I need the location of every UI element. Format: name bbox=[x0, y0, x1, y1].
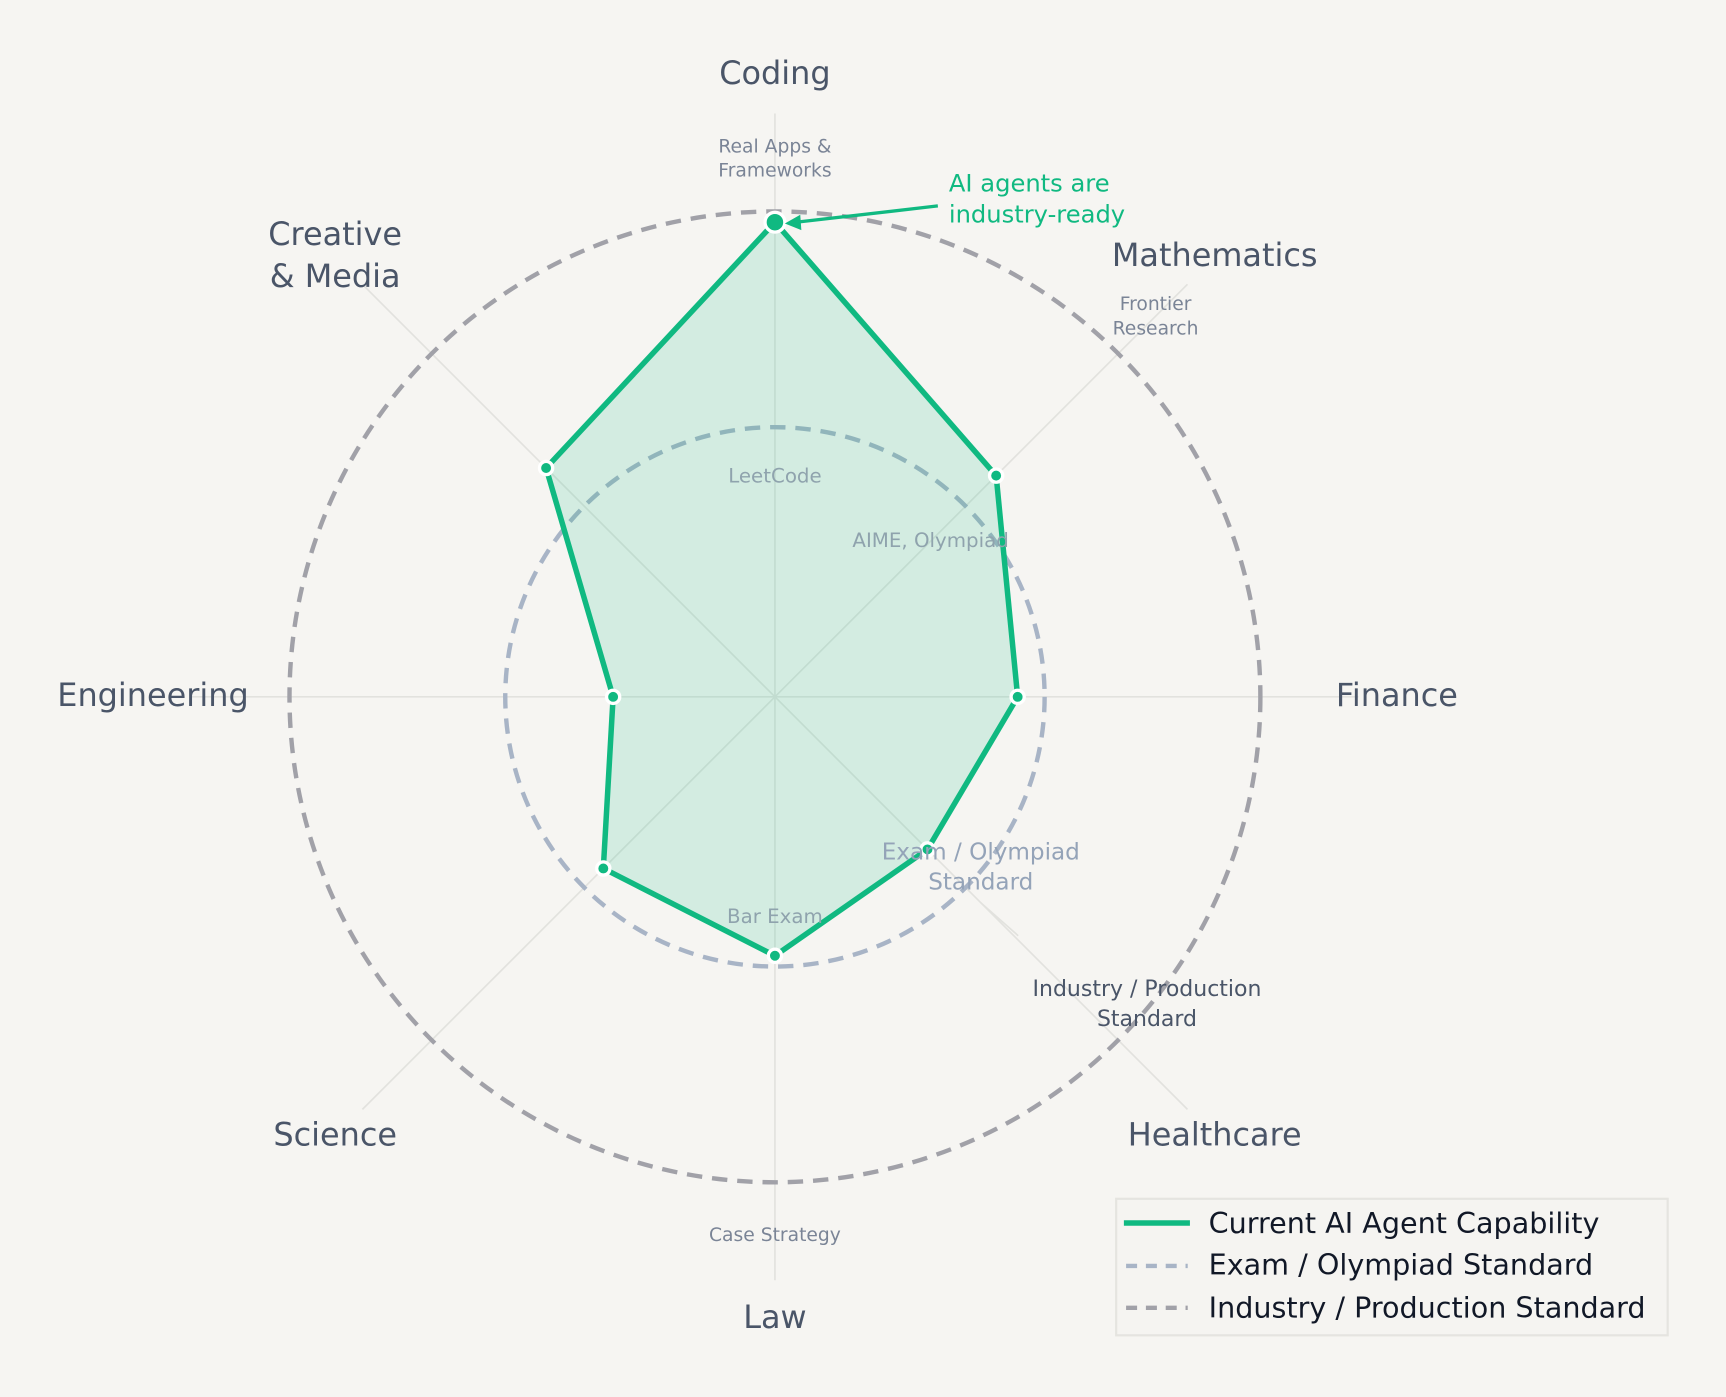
category-label: Finance bbox=[1336, 676, 1458, 714]
data-point bbox=[919, 841, 936, 858]
legend-label-capability: Current AI Agent Capability bbox=[1209, 1206, 1600, 1240]
category-label: Healthcare bbox=[1128, 1116, 1302, 1154]
legend: Current AI Agent Capability Exam / Olymp… bbox=[1115, 1197, 1669, 1337]
outer-sublabel: Case Strategy bbox=[709, 1225, 841, 1246]
category-label: Coding bbox=[719, 54, 830, 92]
legend-box bbox=[1115, 1197, 1669, 1337]
legend-label-exam: Exam / Olympiad Standard bbox=[1209, 1248, 1594, 1282]
data-point bbox=[766, 947, 784, 965]
axis-lines bbox=[191, 113, 1359, 1281]
inner-sublabel: Bar Exam bbox=[727, 905, 823, 928]
axis-line bbox=[980, 902, 1019, 937]
category-label: Engineering bbox=[57, 676, 248, 714]
data-point bbox=[604, 688, 622, 706]
category-label: Creative& Media bbox=[268, 215, 402, 295]
inner-sublabel: LeetCode bbox=[728, 464, 821, 487]
data-point bbox=[537, 459, 555, 477]
outer-sublabel: Real Apps &Frameworks bbox=[718, 136, 832, 181]
data-point bbox=[1009, 688, 1026, 706]
inner-sublabel: AIME, Olympiad bbox=[852, 529, 1008, 552]
category-label: Mathematics bbox=[1112, 236, 1318, 274]
arrowhead-icon bbox=[784, 214, 802, 231]
category-label: Science bbox=[273, 1116, 397, 1154]
data-point bbox=[595, 860, 612, 877]
annotation-arrow bbox=[794, 204, 939, 225]
exam-standard-ring bbox=[503, 424, 1047, 969]
legend-label-industry: Industry / Production Standard bbox=[1209, 1291, 1646, 1325]
capability-points bbox=[537, 210, 1026, 965]
data-point bbox=[987, 467, 1005, 484]
category-label: Law bbox=[743, 1298, 806, 1336]
data-point bbox=[763, 210, 787, 234]
